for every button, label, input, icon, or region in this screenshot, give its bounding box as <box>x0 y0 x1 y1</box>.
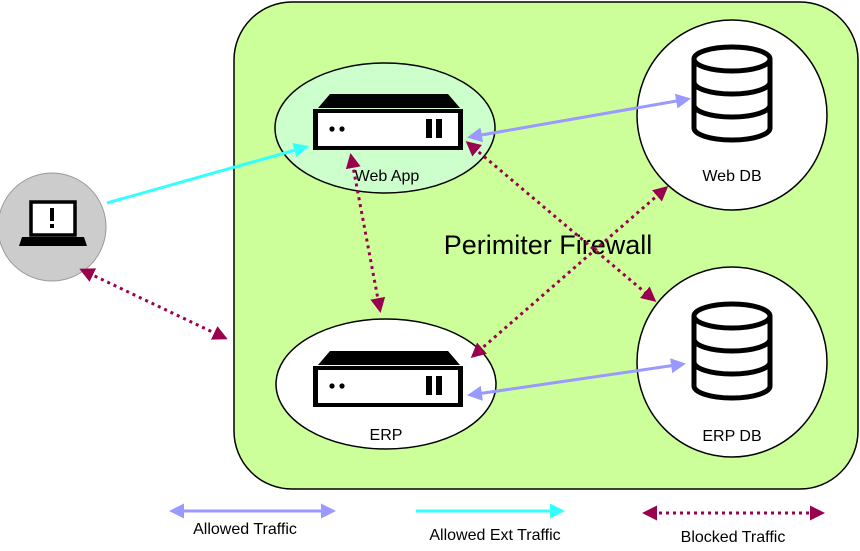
ext-arrow-client-webapp <box>106 143 309 205</box>
webapp-node: Web App <box>274 62 496 194</box>
erp-label: ERP <box>370 427 403 444</box>
client-node <box>0 172 107 282</box>
erp-node: ERP <box>275 318 497 450</box>
allowed-arrow-webapp-webdb <box>467 93 691 143</box>
legend-ext-label: Allowed Ext Traffic <box>429 527 560 544</box>
laptop-warning-icon <box>19 200 87 246</box>
webdb-label: Web DB <box>702 168 761 185</box>
blocked-arrow-client-firewall <box>79 268 228 340</box>
legend: Allowed Traffic Allowed Ext Traffic Bloc… <box>169 503 825 546</box>
webdb-node: Web DB <box>636 19 828 211</box>
database-icon <box>691 301 773 401</box>
server-icon <box>313 94 463 150</box>
blocked-arrow-webapp-erp <box>345 153 386 313</box>
erpdb-label: ERP DB <box>702 428 761 445</box>
server-icon <box>313 351 463 407</box>
blocked-arrow-erp-webdb <box>470 186 669 358</box>
erpdb-node: ERP DB <box>636 266 828 458</box>
allowed-arrow-erp-erpdb <box>467 358 686 401</box>
database-icon <box>691 44 773 143</box>
webapp-label: Web App <box>355 168 420 185</box>
firewall-title: Perimiter Firewall <box>444 230 653 260</box>
legend-allowed-label: Allowed Traffic <box>193 521 297 538</box>
legend-blocked-label: Blocked Traffic <box>681 529 786 546</box>
